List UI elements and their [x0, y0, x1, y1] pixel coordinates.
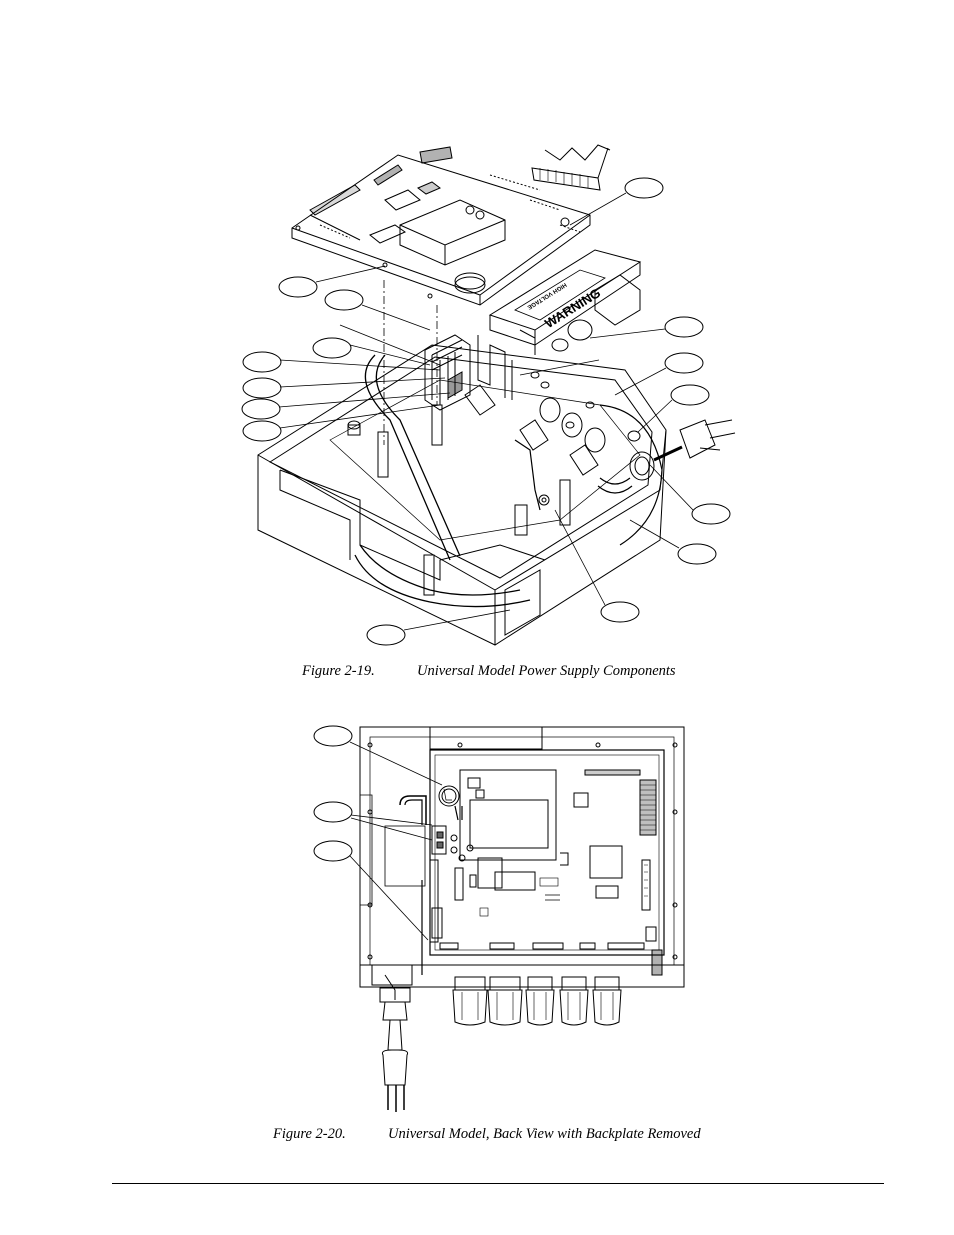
callout-balloon: [664, 316, 704, 338]
enclosure-back: [359, 726, 685, 988]
figure-number: Figure 2-19.: [302, 663, 375, 679]
callout-balloon: [664, 352, 704, 374]
callout-balloon: [312, 337, 352, 359]
callout-balloon: [677, 543, 717, 565]
cpu-board: [291, 146, 591, 306]
figure-title: Universal Model Power Supply Components: [417, 663, 676, 679]
figure-title: Universal Model, Back View with Backplat…: [388, 1126, 701, 1142]
leader-lines: [278, 192, 694, 631]
callout-balloon: [241, 398, 281, 420]
ground-wire: [514, 439, 550, 511]
figure-number: Figure 2-20.: [273, 1126, 346, 1142]
power-supply-back: [438, 769, 569, 901]
cpu-board-back: [429, 749, 665, 956]
rear-holes: [464, 384, 641, 476]
callout-balloon: [313, 725, 353, 747]
terminal-block-back: [384, 795, 447, 975]
figure-2-20-caption: Figure 2-20. Universal Model, Back View w…: [273, 1126, 701, 1143]
power-cord: [597, 419, 736, 494]
figure-2-19-caption: Figure 2-19. Universal Model Power Supply…: [302, 663, 676, 680]
callout-balloon: [324, 289, 364, 311]
callout-balloon: [670, 384, 710, 406]
callout-balloon: [242, 420, 282, 442]
callout-balloon: [366, 624, 406, 646]
callout-balloon: [600, 601, 640, 623]
callout-balloons-back: [313, 725, 353, 862]
terminal-block: [424, 334, 471, 411]
callout-balloon: [624, 177, 664, 199]
footer-rule: [112, 1183, 884, 1184]
callout-balloon: [691, 503, 731, 525]
callout-balloons: [241, 177, 731, 646]
callout-balloon: [242, 351, 282, 373]
enclosure: [257, 344, 667, 646]
callout-balloon: [278, 276, 318, 298]
callout-balloon: [313, 840, 353, 862]
ribbon-connector: [531, 144, 611, 191]
callout-balloon: [242, 377, 282, 399]
leader-lines-back: [349, 741, 443, 941]
standoffs: [347, 371, 595, 596]
cord-grips: [371, 949, 663, 1112]
figure-2-19-illustration: WARNING HIGH VOLTAGE: [241, 144, 736, 646]
callout-balloon: [313, 801, 353, 823]
figure-2-20-illustration: [313, 725, 685, 1112]
